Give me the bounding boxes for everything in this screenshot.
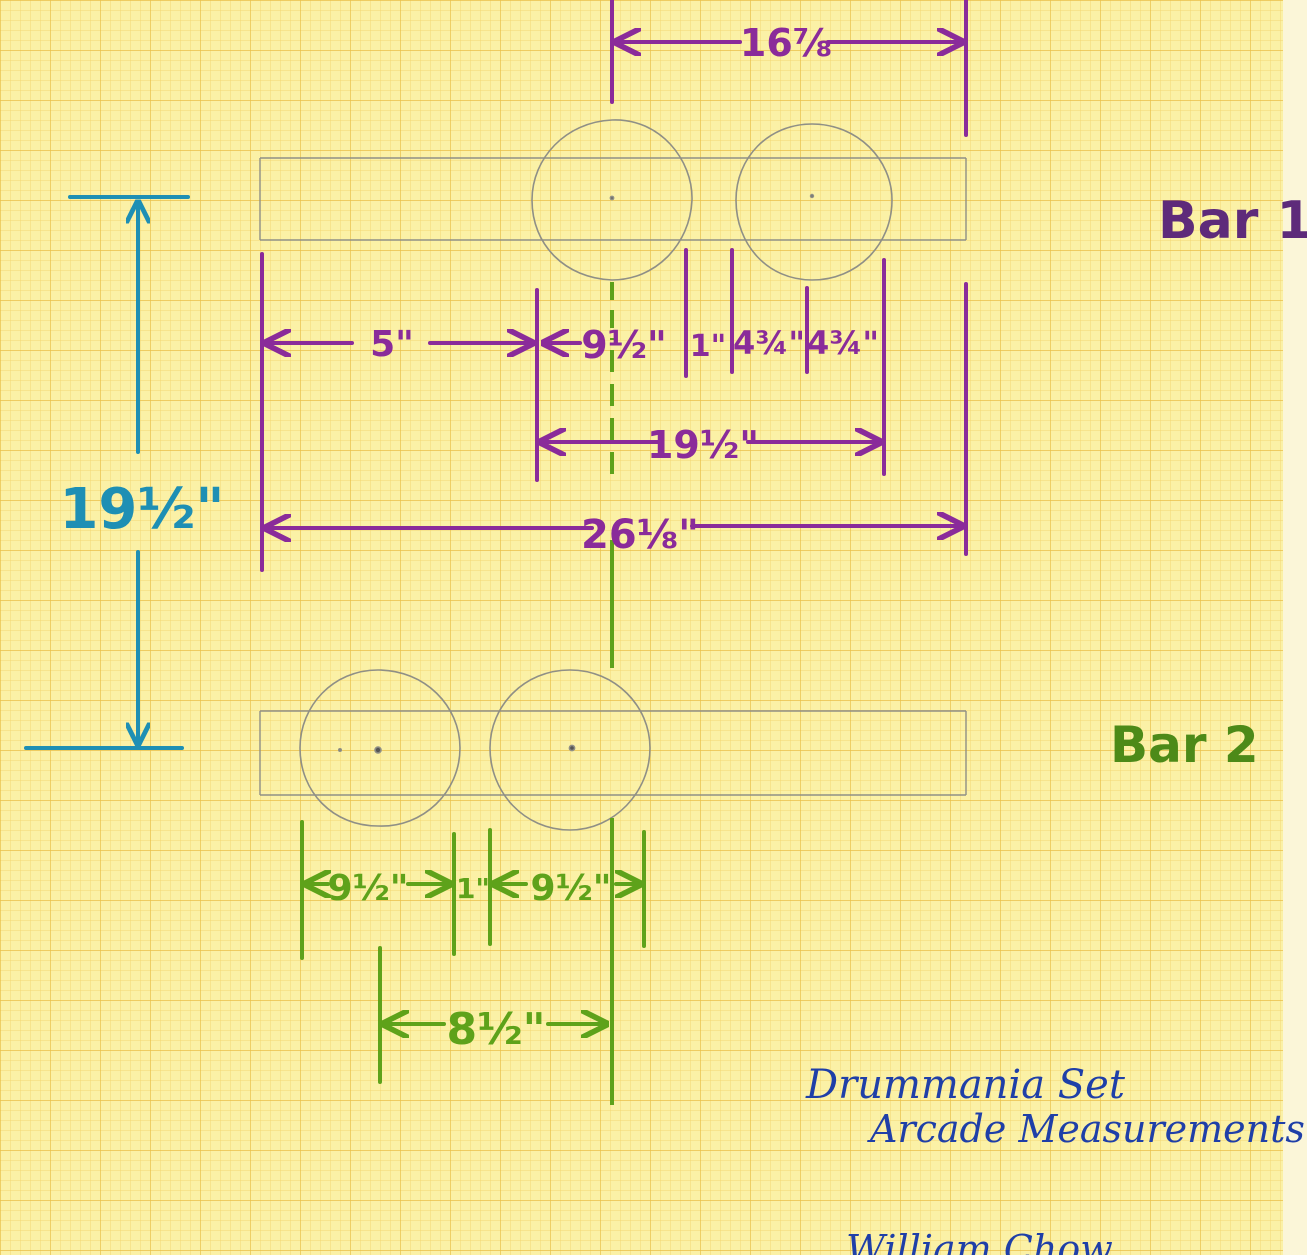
dim-label-nineteen-half: 19½" xyxy=(647,423,759,467)
pad-bar1-right xyxy=(735,123,893,281)
title-line-1: Drummania Set xyxy=(805,1062,1126,1108)
title-line-2: Arcade Measurements xyxy=(867,1107,1305,1151)
bar-2-outline xyxy=(259,710,967,796)
green-dimensions xyxy=(300,820,646,1084)
pad-bar2-right xyxy=(489,669,651,831)
dim-label-five: 5" xyxy=(370,324,414,365)
pad-bar2-left xyxy=(299,669,461,827)
dim-label-four-three-quarter-a: 4¾" xyxy=(733,324,805,362)
dim-label-top: 16⅞ xyxy=(740,21,832,65)
bar-2-label: Bar 2 xyxy=(1110,716,1259,774)
pad-bar1-left xyxy=(531,119,693,281)
purple-dimensions xyxy=(260,0,968,572)
dim-label-four-three-quarter-b: 4¾" xyxy=(807,324,879,362)
dim-label-nine-half-right: 9½" xyxy=(530,868,611,909)
dim-label-nine-half-top: 9½" xyxy=(581,323,667,367)
teal-dimension xyxy=(24,195,190,750)
dim-label-eight-half: 8½" xyxy=(446,1004,545,1055)
dim-label-one-bottom: 1" xyxy=(456,872,490,905)
drum-pads xyxy=(299,119,893,831)
bar-1-label: Bar 1 xyxy=(1158,191,1307,251)
dim-label-vertical: 19½" xyxy=(59,477,224,542)
dim-label-nine-half-left: 9½" xyxy=(327,868,408,909)
dim-label-twenty-six: 26⅛" xyxy=(581,512,699,558)
bar-1-outline xyxy=(259,157,967,241)
author-signature: William Chow xyxy=(846,1227,1113,1255)
dim-label-one-top: 1" xyxy=(690,329,727,364)
